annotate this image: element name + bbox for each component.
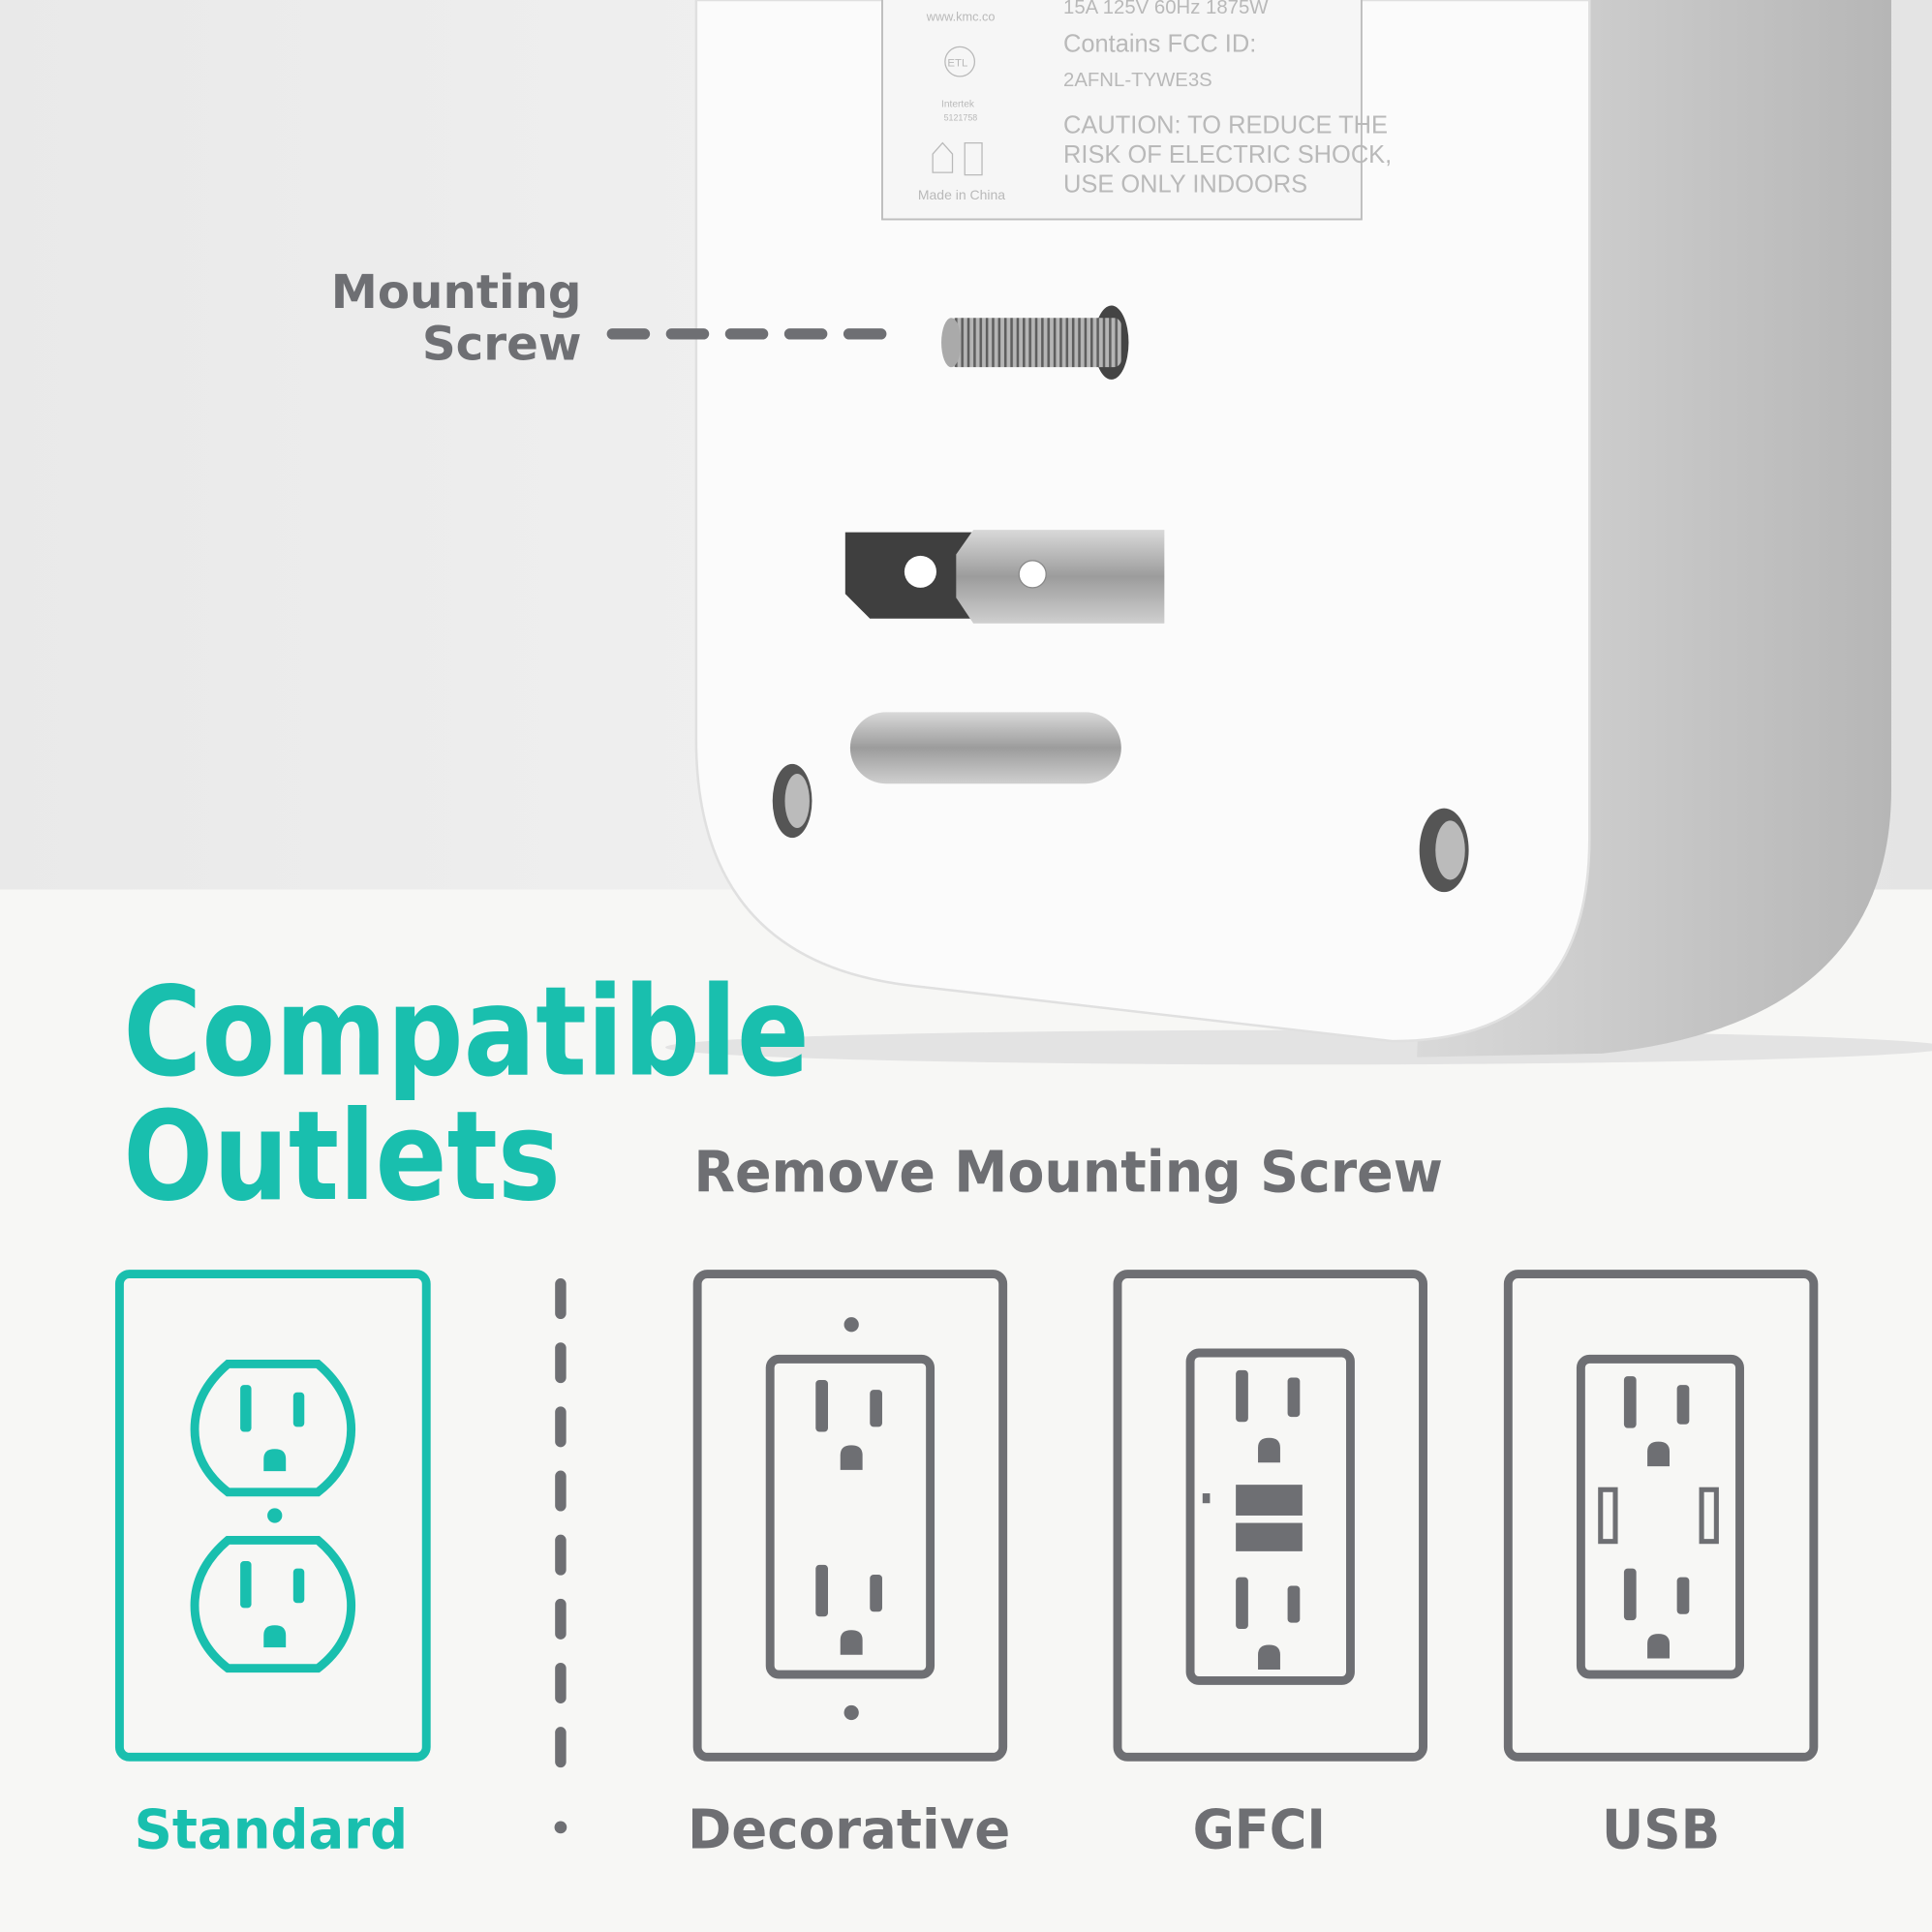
cert-mark: ETL <box>947 58 967 70</box>
outlet-usb <box>1503 1270 1819 1762</box>
label-rating: 15A 125V 60Hz 1875W <box>1063 0 1269 18</box>
divider-dot <box>554 1821 567 1834</box>
label-caution-2: RISK OF ELECTRIC SHOCK, <box>1063 141 1392 169</box>
housing-screw <box>1419 808 1469 893</box>
cert-number: 5121758 <box>944 113 978 123</box>
rating-label-plate <box>881 0 1363 221</box>
outlet-label-usb: USB <box>1602 1798 1720 1861</box>
wall-plate <box>114 1270 431 1762</box>
wall-plate <box>1113 1270 1427 1762</box>
label-caution-3: USE ONLY INDOORS <box>1063 170 1307 198</box>
callout-line-1: Mounting <box>331 265 582 320</box>
ground-pin <box>849 712 1121 784</box>
outlet-label-decorative: Decorative <box>688 1798 1010 1861</box>
label-fcc-id: 2AFNL-TYWE3S <box>1063 70 1212 91</box>
label-fcc-heading: Contains FCC ID: <box>1063 30 1256 57</box>
subheading: Remove Mounting Screw <box>693 1139 1443 1205</box>
callout-line-2: Screw <box>422 318 582 372</box>
wall-plate <box>1503 1270 1819 1762</box>
cert-body: Intertek <box>941 100 975 110</box>
plug-blades <box>844 530 1165 784</box>
outlet-gfci <box>1113 1270 1427 1762</box>
mounting-screw <box>941 305 1129 380</box>
usb-port-icon <box>1598 1487 1618 1545</box>
label-caution-1: CAUTION: TO REDUCE THE <box>1063 111 1388 138</box>
housing-screw <box>772 763 813 839</box>
outlet-decorative <box>692 1270 1008 1762</box>
gfci-outlet-icon <box>1185 1348 1355 1685</box>
outlet-standard <box>114 1270 431 1762</box>
smart-plug-device: www.kmc.co ETL Intertek 5121758 Made in … <box>665 0 1932 1065</box>
headline-line-1: Compatible <box>123 961 810 1104</box>
usb-outlet-icon <box>1576 1354 1744 1679</box>
usb-port-icon <box>1699 1487 1719 1545</box>
indoor-use-icon <box>932 141 983 176</box>
headline-line-2: Outlets <box>123 1086 561 1229</box>
duplex-outlet-icon <box>190 1360 356 1673</box>
wall-plate <box>692 1270 1008 1762</box>
label-origin: Made in China <box>918 187 1005 202</box>
outlet-label-standard: Standard <box>135 1798 408 1861</box>
label-url: www.kmc.co <box>926 10 996 24</box>
outlet-label-gfci: GFCI <box>1193 1798 1326 1861</box>
decorator-outlet-icon <box>765 1317 935 1721</box>
